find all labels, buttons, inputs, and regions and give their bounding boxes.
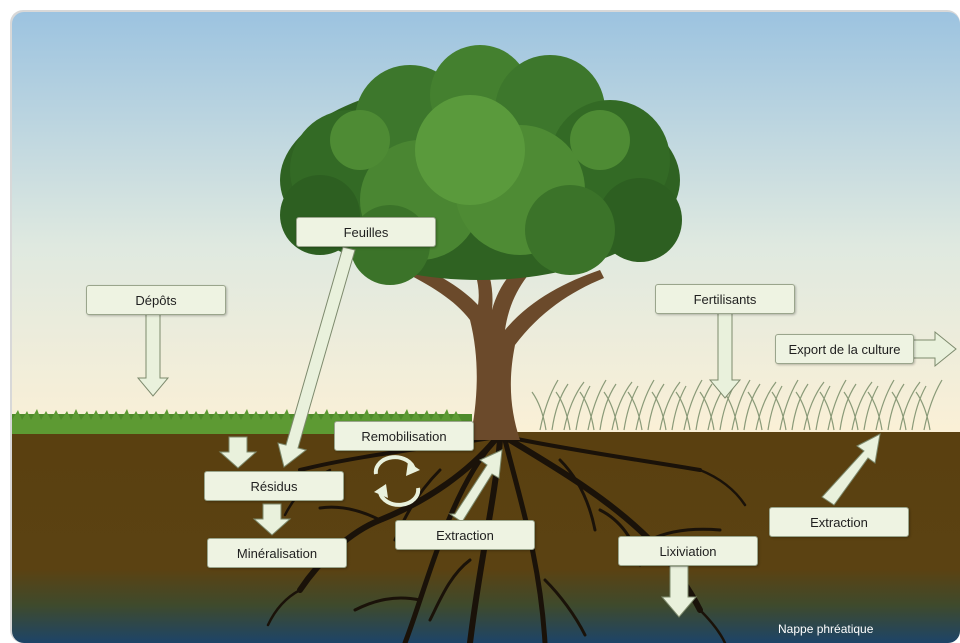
label-feuilles: Feuilles [296, 217, 436, 247]
arrow-feuilles-to-residus [277, 246, 356, 468]
arrow-to-residus-down [218, 436, 258, 469]
label-nappe-phreatique: Nappe phréatique [778, 622, 874, 636]
label-fertilisants: Fertilisants [655, 284, 795, 314]
label-lixiviation: Lixiviation [618, 536, 758, 566]
flow-arrows [136, 246, 957, 618]
arrow-extraction-crop-up [821, 433, 881, 506]
label-remobilisation: Remobilisation [334, 421, 474, 451]
label-residus: Résidus [204, 471, 344, 501]
label-mineralisation: Minéralisation [207, 538, 347, 568]
arrow-export-right [909, 330, 957, 368]
arrow-extraction-tree-up [448, 449, 503, 523]
label-depots: Dépôts [86, 285, 226, 315]
arrow-lixiviation-down [660, 565, 698, 618]
recycle-icon-heads [374, 462, 420, 498]
arrow-depots-down [136, 313, 170, 397]
label-extraction-tree: Extraction [395, 520, 535, 550]
label-export-culture: Export de la culture [775, 334, 914, 364]
tree-trunk [400, 224, 604, 440]
arrow-fertilisants-down [708, 311, 742, 399]
label-extraction-crop: Extraction [769, 507, 909, 537]
tree-canopy [280, 45, 682, 285]
crop-grass-right [531, 379, 943, 431]
arrow-residus-to-mineralisation-down [252, 503, 292, 536]
